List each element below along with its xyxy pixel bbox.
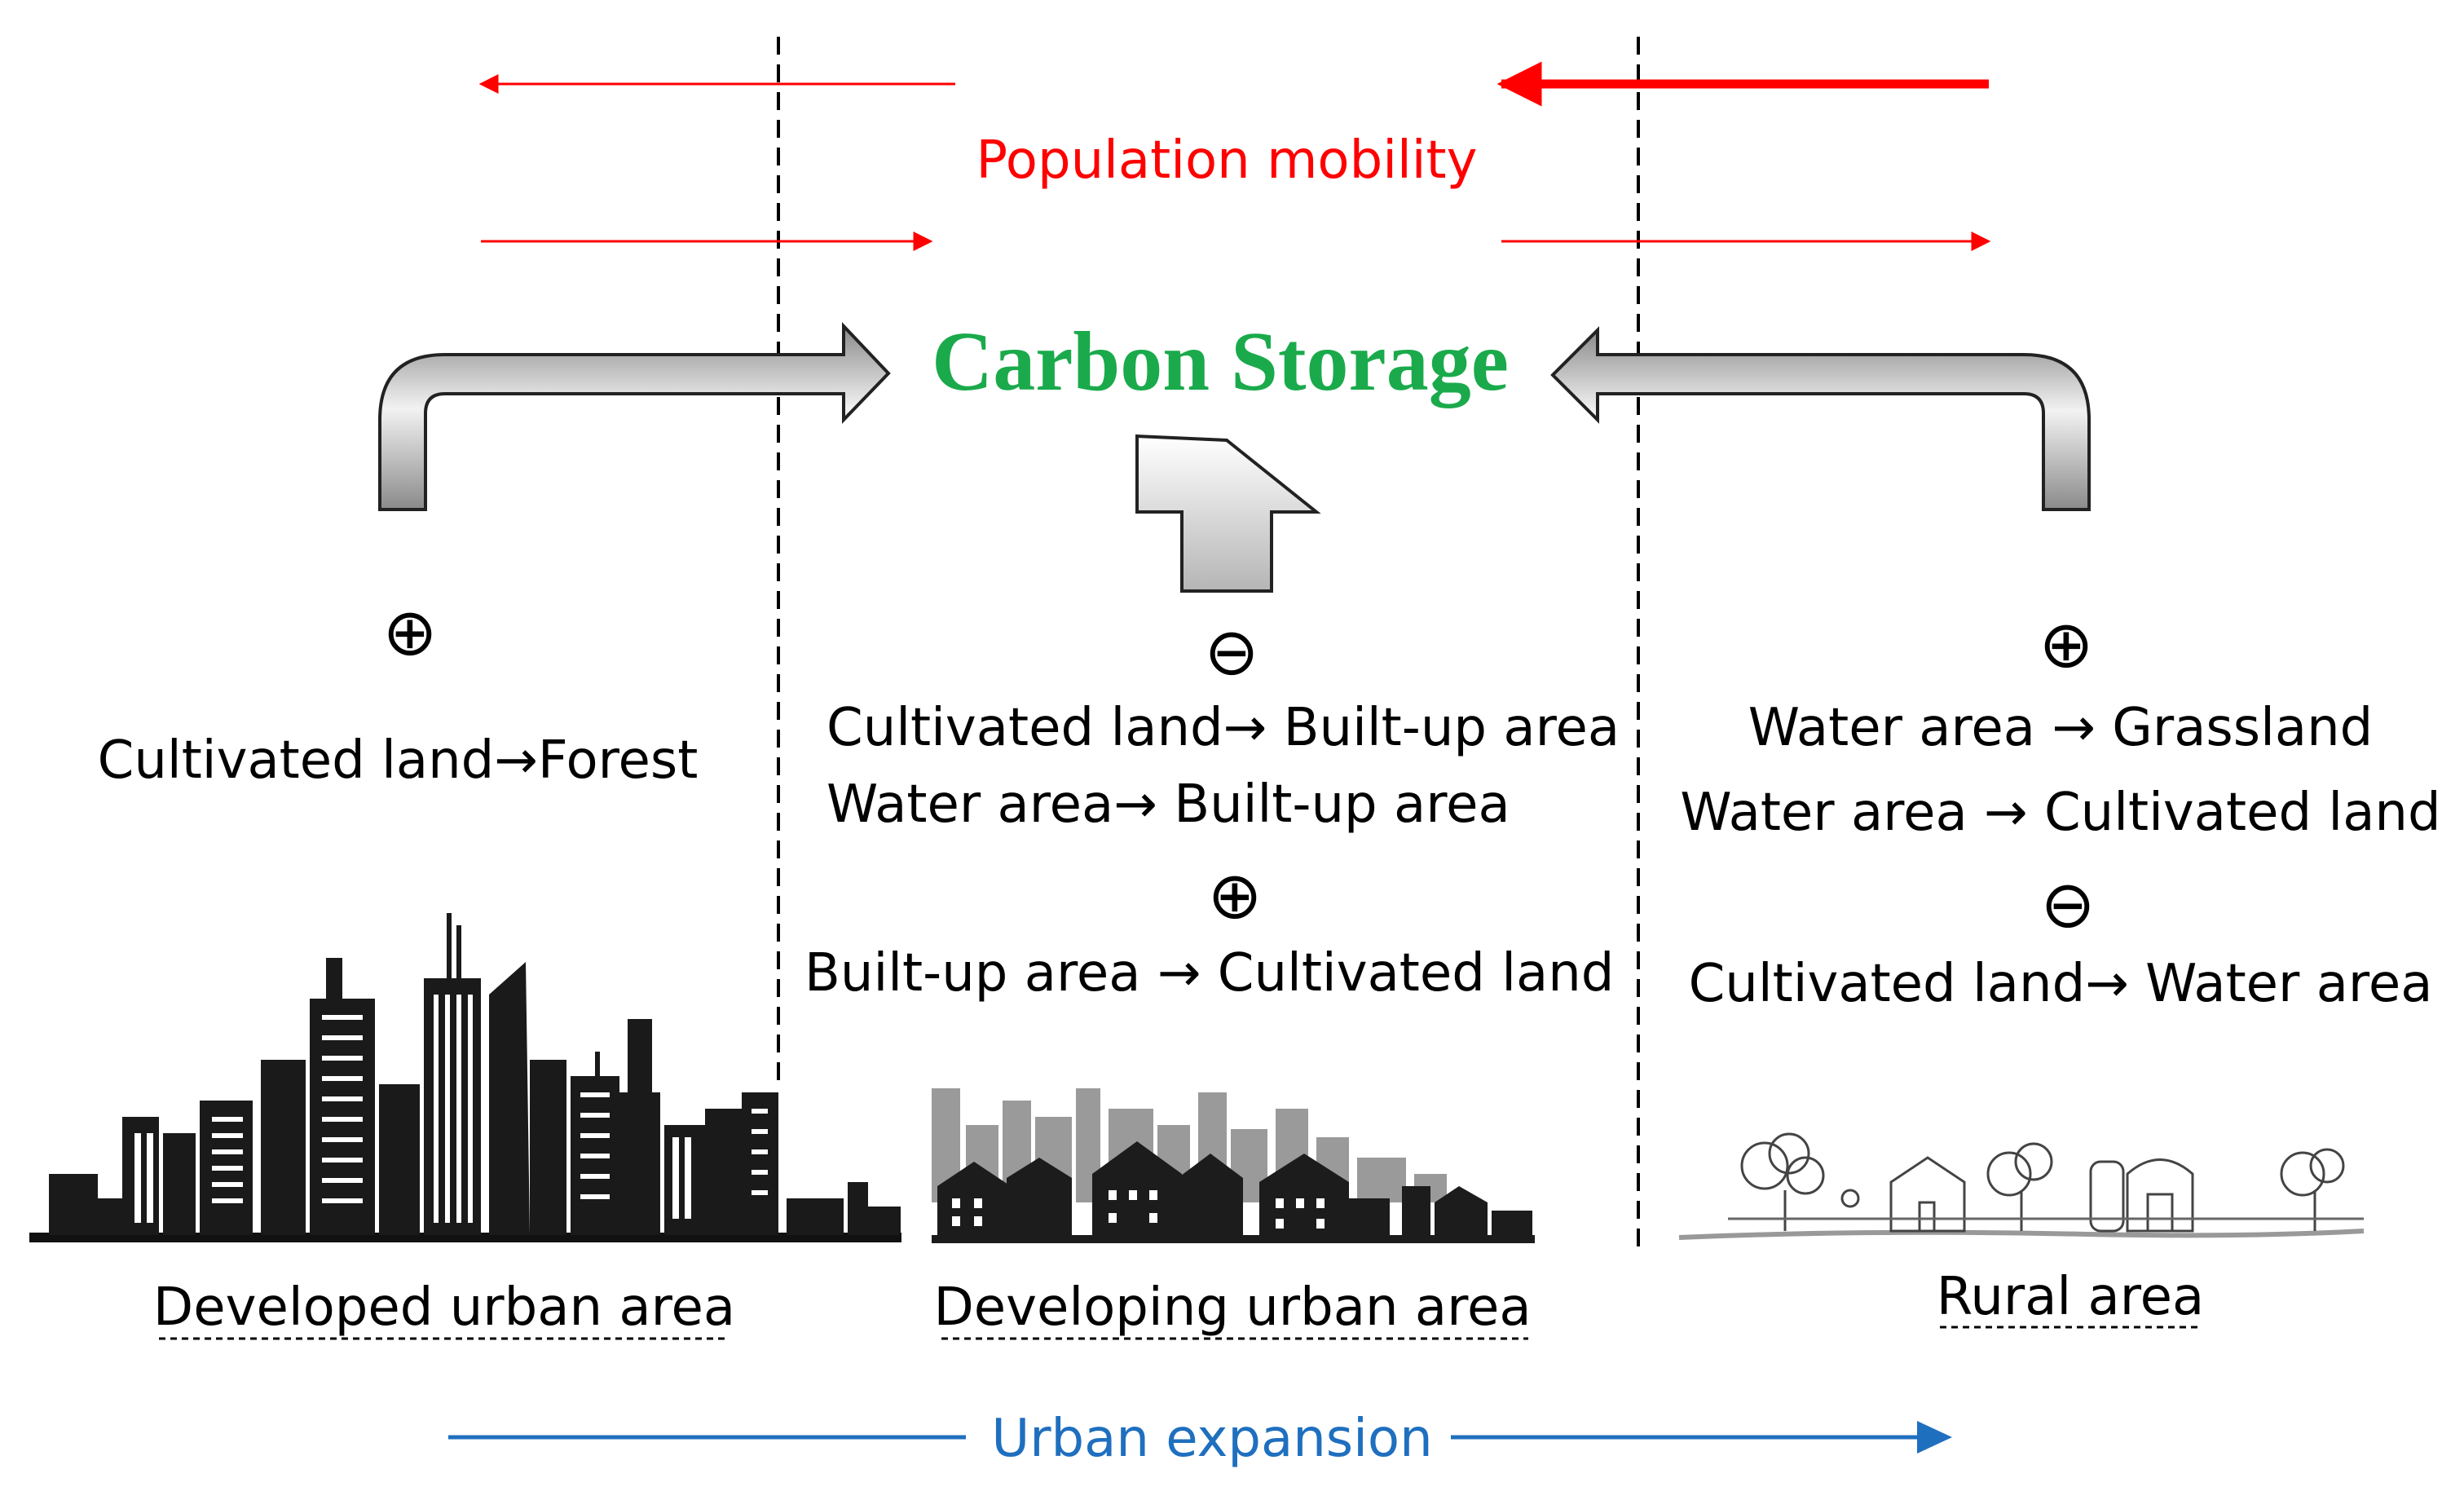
expansion-arrowhead-icon <box>1917 1421 1952 1454</box>
city-skyline-icon <box>29 913 901 1242</box>
rural-positive-2: Water area → Cultivated land <box>1680 783 2440 843</box>
rural-area-label: Rural area <box>1937 1267 2205 1327</box>
plus-icon: ⊕ <box>2039 607 2093 682</box>
minus-icon: ⊖ <box>1204 614 1258 690</box>
plus-icon: ⊕ <box>1207 858 1262 933</box>
developed-transition: Cultivated land→Forest <box>98 730 699 791</box>
farm-sketch-icon <box>1678 1132 2365 1240</box>
developing-negative-1: Cultivated land→ Built-up area <box>826 698 1620 758</box>
town-silhouette-icon <box>932 1088 1535 1243</box>
developing-area-label: Developing urban area <box>933 1277 1531 1338</box>
population-mobility-label: Population mobility <box>976 130 1477 191</box>
developed-area-label: Developed urban area <box>153 1277 735 1338</box>
plus-icon: ⊕ <box>382 594 437 670</box>
page-title: Carbon Storage <box>932 315 1509 408</box>
urban-expansion-label: Urban expansion <box>991 1409 1432 1469</box>
rural-positive-1: Water area → Grassland <box>1748 698 2374 758</box>
rural-negative-1: Cultivated land→ Water area <box>1689 954 2433 1014</box>
developed-flow-arrow-icon <box>378 321 891 511</box>
minus-icon: ⊖ <box>2040 867 2095 942</box>
developing-negative-2: Water area→ Built-up area <box>826 774 1510 835</box>
rural-flow-arrow-icon <box>1550 326 2091 511</box>
population-mobility-arrows <box>478 61 1991 251</box>
developing-up-arrow-icon <box>1135 434 1321 593</box>
developing-positive-1: Built-up area → Cultivated land <box>804 943 1614 1004</box>
